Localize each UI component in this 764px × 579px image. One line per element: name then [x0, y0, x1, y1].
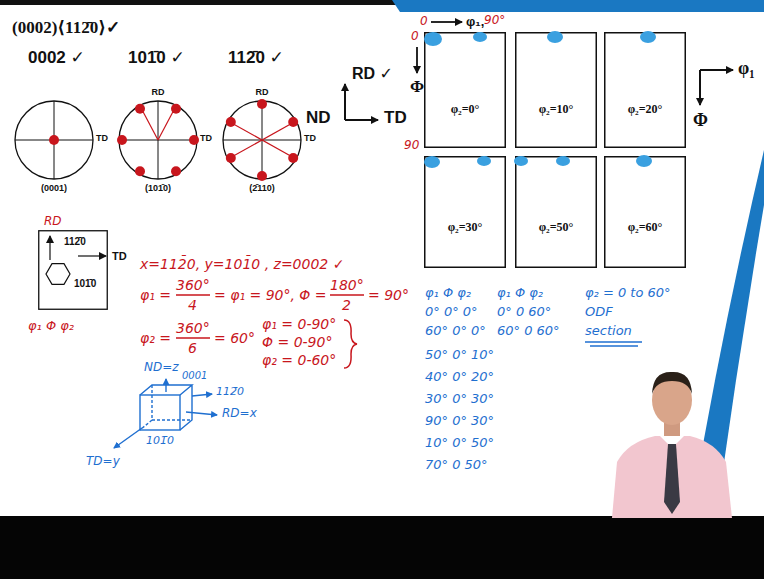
odf-section-box: φ₂=50° — [515, 156, 597, 268]
handwritten-note: 0001 — [182, 370, 207, 382]
odf-section-box: φ₂=0° — [424, 32, 506, 148]
handwritten-note: 60° 0 60° — [497, 323, 560, 339]
pole-figure: RDTD(101̄0) — [118, 100, 198, 180]
handwritten-note: 40° 0° 20° — [425, 369, 494, 385]
node-text: TD — [200, 133, 212, 144]
handwritten-note: 2 — [342, 297, 351, 314]
node-outline — [515, 156, 597, 268]
slide-text: 0002 ✓ — [28, 48, 85, 68]
handwritten-note: Φ = 0-90° — [262, 334, 332, 351]
node-outline — [515, 32, 597, 148]
handwritten-note: 0 — [420, 14, 428, 28]
slide-text: TD — [384, 108, 407, 128]
node-outline — [604, 156, 686, 268]
node-outline — [424, 156, 506, 268]
odf-section-box: φ₂=30° — [424, 156, 506, 268]
node-text: RD — [256, 87, 269, 98]
handwritten-note: 360° — [176, 320, 210, 337]
node-outline — [14, 100, 94, 180]
node-text: φ₂=10° — [539, 102, 574, 116]
handwritten-note: 60° 0° 0° — [425, 323, 486, 339]
handwritten-note: φ₁ Φ φ₂ — [425, 285, 471, 301]
handwritten-note: 90° — [484, 13, 505, 27]
handwritten-note: section — [585, 323, 632, 339]
node-text: (0001) — [41, 183, 67, 194]
node-text: 101̄0 — [74, 278, 96, 290]
slide-text: φ₁ — [738, 58, 755, 80]
slide-text: TD — [112, 250, 127, 263]
pole-figure: RDTD(2̄110) — [222, 100, 302, 180]
odf-section-box: φ₂=20° — [604, 32, 686, 148]
odf-section-box: φ₂=60° — [604, 156, 686, 268]
handwritten-note: φ₁ = 0-90° — [262, 316, 336, 333]
handwritten-note: 0° 0° 0° — [425, 304, 478, 320]
handwritten-note: 101̄0 — [146, 434, 174, 447]
handwritten-note: ND=z — [144, 360, 179, 374]
sketch-box: 112̄0 101̄0 — [38, 230, 108, 310]
handwritten-note: 90 — [404, 138, 419, 152]
handwritten-note: 0° 0 60° — [497, 304, 551, 320]
handwritten-note: φ₂ = 0-60° — [262, 352, 336, 369]
node-text: (2̄110) — [249, 183, 275, 194]
handwritten-note: RD=x — [222, 406, 257, 420]
handwritten-note: 4 — [188, 297, 197, 314]
handwritten-note: 70° 0 50° — [425, 457, 488, 473]
handwritten-note: x=112̄0, y=101̄0 , z=0002 ✓ — [140, 256, 344, 273]
slide-text: 112̄0 ✓ — [228, 48, 284, 68]
handwritten-note: φ₂ = 0 to 60° — [585, 285, 671, 301]
node-text: φ₂=30° — [448, 220, 483, 234]
handwritten-note: RD — [44, 214, 62, 228]
handwritten-note: 6 — [188, 340, 197, 357]
node-text: φ₂=0° — [451, 102, 480, 116]
handwritten-note: TD=y — [86, 454, 120, 468]
handwritten-note: 30° 0° 30° — [425, 391, 494, 407]
handwritten-note: 0 — [411, 29, 419, 43]
handwritten-note: ODF — [585, 304, 613, 320]
node-text: φ₂=60° — [628, 220, 663, 234]
handwritten-note: = 60° — [214, 330, 255, 347]
slide-text: 101̄0 ✓ — [128, 48, 185, 68]
node-text: (101̄0) — [145, 183, 171, 194]
handwritten-note: = 90° — [368, 287, 409, 304]
handwritten-note: φ₁ = — [140, 287, 171, 304]
slide-text: RD ✓ — [352, 64, 393, 83]
handwritten-note: 50° 0° 10° — [425, 347, 494, 363]
node-text: φ₂=50° — [539, 220, 574, 234]
slide-text: (0002)⟨112̄0⟩✓ — [12, 18, 120, 38]
handwritten-note: 360° — [176, 277, 210, 294]
handwritten-note: 90° 0° 30° — [425, 413, 494, 429]
node-outline — [424, 32, 506, 148]
slide-text: φ₁, — [466, 14, 484, 30]
handwritten-note: φ₂ = — [140, 330, 171, 347]
node-text: TD — [304, 133, 316, 144]
odf-section-box: φ₂=10° — [515, 32, 597, 148]
slide-text: Φ — [693, 110, 708, 132]
handwritten-note: φ₁ Φ φ₂ — [497, 285, 543, 301]
handwritten-note: φ₁ Φ φ₂ — [28, 318, 74, 334]
handwritten-note: 112̄0 — [216, 385, 244, 398]
node-text: TD — [96, 133, 108, 144]
node-text: 112̄0 — [64, 236, 86, 248]
node-outline — [222, 100, 302, 180]
handwritten-note: 180° — [330, 277, 364, 294]
node-text: φ₂=20° — [628, 102, 663, 116]
pole-figure: TD(0001) — [14, 100, 94, 180]
handwritten-note: = φ₁ = 90°, Φ = — [214, 287, 327, 304]
node-outline — [118, 100, 198, 180]
slide-text: ND — [306, 108, 331, 128]
slide-text: Φ — [410, 77, 424, 97]
handwritten-note: 10° 0° 50° — [425, 435, 494, 451]
node-text: RD — [152, 87, 165, 98]
node-outline — [604, 32, 686, 148]
